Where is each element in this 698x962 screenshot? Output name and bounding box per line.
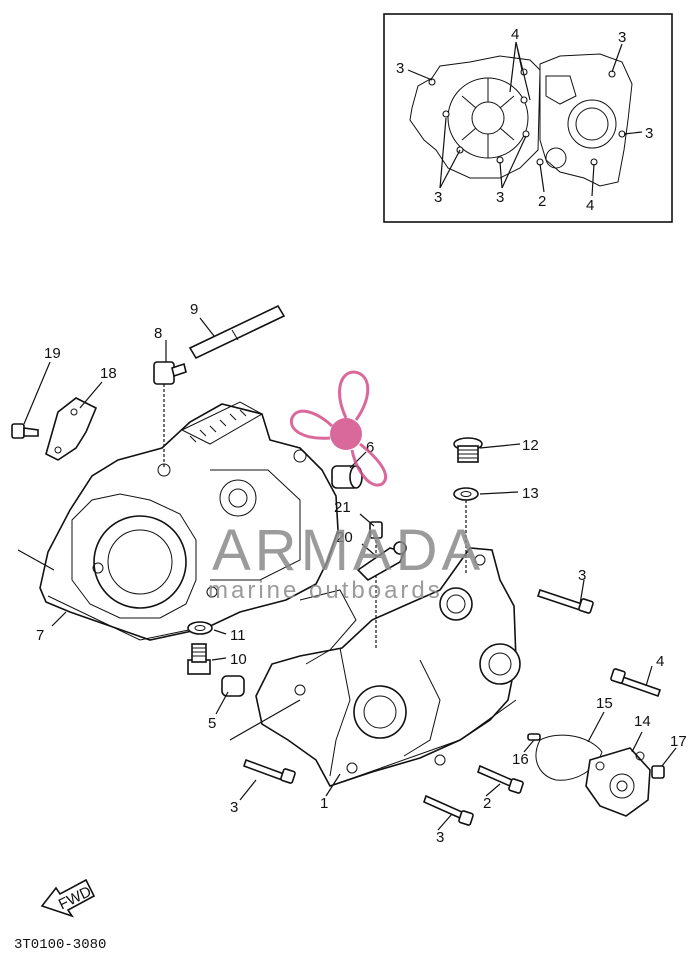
part-18-bracket [45,397,98,461]
label-17: 17 [670,733,687,750]
right-crankcase [255,547,521,787]
inset-label: 4 [511,26,519,43]
watermark: ARMADA marine outboards [208,370,484,604]
part-5-dowel [221,675,245,697]
part-21-bolt [369,521,383,650]
part-14-cover [585,747,651,817]
bolt-2 [477,764,524,794]
label-18: 18 [100,365,117,382]
part-8-fitting [153,361,187,468]
part-16-pin [527,733,541,741]
bolt-3-bottom [423,794,474,826]
watermark-brand: ARMADA [212,518,484,583]
inset-label: 3 [618,29,626,46]
label-11: 11 [230,627,246,644]
label-3: 3 [578,567,586,584]
part-labels: 1 2 3 4 5 6 7 8 9 10 11 12 13 14 15 16 1… [36,301,687,846]
label-3: 3 [230,799,238,816]
part-20-plate [356,541,407,581]
inset-overview: 3 4 3 3 3 3 3 2 4 [383,13,673,223]
inset-label: 2 [538,193,546,210]
part-13-washer [453,487,479,574]
inset-label: 4 [586,197,594,214]
label-9: 9 [190,301,198,318]
label-4: 4 [656,653,664,670]
fwd-arrow: FWD [40,878,96,918]
part-19-bolt [11,423,39,439]
part-10-bolt [187,643,211,675]
part-15-gasket [535,734,603,781]
part-17-bolt [651,765,665,779]
inset-label: 3 [496,189,504,206]
part-12-plug [453,437,483,463]
label-8: 8 [154,325,162,342]
diagram-code: 3T0100-3080 [14,937,106,953]
label-5: 5 [208,715,216,732]
bolt-3-left [242,758,296,784]
part-9-shaft [188,304,286,360]
label-15: 15 [596,695,613,712]
left-crankcase [39,401,339,641]
inset-label: 3 [396,60,404,77]
bolt-3-right [536,588,594,614]
label-14: 14 [634,713,651,730]
label-21: 21 [334,499,351,516]
part-11-washer [187,621,213,635]
label-7: 7 [36,627,44,644]
watermark-tagline: marine outboards [208,577,443,604]
leader-lines [17,317,677,831]
inset-label: 3 [434,189,442,206]
label-1: 1 [320,795,328,812]
label-13: 13 [522,485,539,502]
label-10: 10 [230,651,247,668]
label-16: 16 [512,751,529,768]
label-19: 19 [44,345,61,362]
label-2: 2 [483,795,491,812]
inset-label: 3 [645,125,653,142]
label-6: 6 [366,439,374,456]
bolt-4 [610,668,662,698]
label-3: 3 [436,829,444,846]
label-12: 12 [522,437,539,454]
label-20: 20 [336,529,353,546]
watermark-logo-icon [289,370,388,487]
